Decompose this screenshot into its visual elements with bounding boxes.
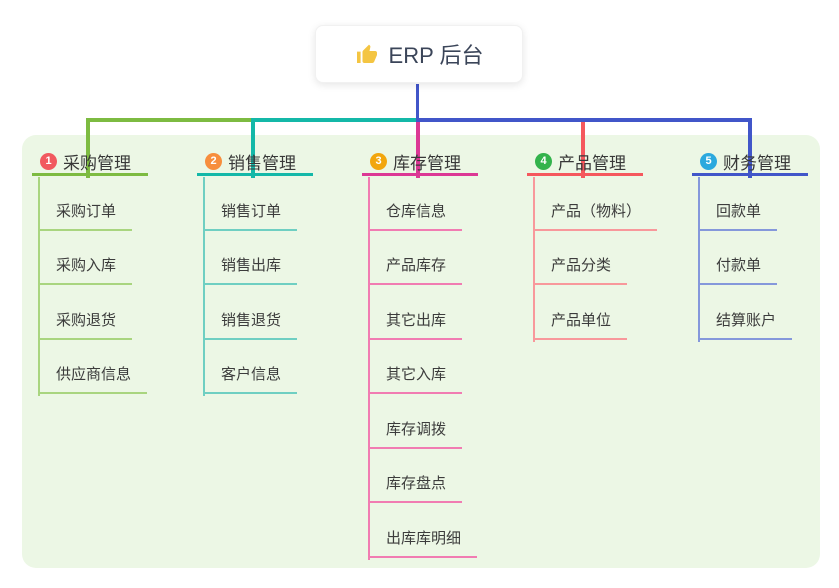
child-node-label: 销售出库 bbox=[221, 257, 282, 274]
branch-badge: 1 bbox=[40, 153, 57, 170]
child-node[interactable]: 库存调拨 bbox=[368, 420, 463, 449]
connector-drop-branch1 bbox=[86, 118, 90, 178]
connector-drop-branch5 bbox=[748, 118, 752, 178]
child-node[interactable]: 产品（物料） bbox=[533, 202, 658, 231]
child-node[interactable]: 仓库信息 bbox=[368, 202, 463, 231]
branch-title: 库存管理 bbox=[393, 154, 461, 173]
branch-topic-inventory[interactable]: 3 库存管理 bbox=[362, 150, 478, 176]
connector-drop-branch4 bbox=[581, 122, 585, 178]
branch-title: 财务管理 bbox=[723, 154, 791, 173]
child-node[interactable]: 其它入库 bbox=[368, 365, 463, 394]
child-node[interactable]: 库存盘点 bbox=[368, 474, 463, 503]
child-node-label: 库存盘点 bbox=[386, 475, 447, 492]
child-node[interactable]: 出库库明细 bbox=[368, 529, 478, 558]
child-node-label: 其它入库 bbox=[386, 366, 447, 383]
branch-topic-sales[interactable]: 2 销售管理 bbox=[197, 150, 313, 176]
child-node-label: 产品（物料） bbox=[551, 203, 642, 220]
branch-rail bbox=[38, 177, 40, 396]
branch-topic-product[interactable]: 4 产品管理 bbox=[527, 150, 643, 176]
child-node-label: 回款单 bbox=[716, 203, 762, 220]
child-node[interactable]: 产品单位 bbox=[533, 311, 628, 340]
child-node[interactable]: 结算账户 bbox=[698, 311, 793, 340]
branch-rail bbox=[203, 177, 205, 396]
branch-topic-purchase[interactable]: 1 采购管理 bbox=[32, 150, 148, 176]
child-node[interactable]: 客户信息 bbox=[203, 365, 298, 394]
branch-badge: 5 bbox=[700, 153, 717, 170]
child-node-label: 客户信息 bbox=[221, 366, 282, 383]
child-node-label: 出库库明细 bbox=[386, 530, 462, 547]
child-node-label: 产品库存 bbox=[386, 257, 447, 274]
root-title: ERP 后台 bbox=[388, 43, 484, 68]
child-node-label: 仓库信息 bbox=[386, 203, 447, 220]
connector-drop-branch2 bbox=[251, 118, 255, 178]
child-node[interactable]: 回款单 bbox=[698, 202, 778, 231]
branch-title: 销售管理 bbox=[228, 154, 296, 173]
child-node-label: 付款单 bbox=[716, 257, 762, 274]
child-node[interactable]: 采购入库 bbox=[38, 256, 133, 285]
child-node[interactable]: 销售订单 bbox=[203, 202, 298, 231]
child-node[interactable]: 其它出库 bbox=[368, 311, 463, 340]
child-node[interactable]: 销售退货 bbox=[203, 311, 298, 340]
branch-badge: 2 bbox=[205, 153, 222, 170]
child-node-label: 采购订单 bbox=[56, 203, 117, 220]
child-node[interactable]: 产品库存 bbox=[368, 256, 463, 285]
child-node[interactable]: 供应商信息 bbox=[38, 365, 148, 394]
child-node[interactable]: 销售出库 bbox=[203, 256, 298, 285]
child-node-label: 产品单位 bbox=[551, 312, 612, 329]
branch-rail bbox=[698, 177, 700, 342]
child-node-label: 销售订单 bbox=[221, 203, 282, 220]
connector-drop-branch3 bbox=[416, 122, 420, 178]
child-node-label: 供应商信息 bbox=[56, 366, 132, 383]
child-node[interactable]: 付款单 bbox=[698, 256, 778, 285]
branch-rail bbox=[368, 177, 370, 560]
thumbs-up-icon bbox=[355, 42, 379, 66]
connector-h-branch1 bbox=[86, 118, 253, 122]
child-node[interactable]: 采购订单 bbox=[38, 202, 133, 231]
child-node-label: 销售退货 bbox=[221, 312, 282, 329]
branch-title: 产品管理 bbox=[558, 154, 626, 173]
branch-badge: 4 bbox=[535, 153, 552, 170]
branch-topic-finance[interactable]: 5 财务管理 bbox=[692, 150, 808, 176]
branch-title: 采购管理 bbox=[63, 154, 131, 173]
branch-rail bbox=[533, 177, 535, 342]
child-node-label: 结算账户 bbox=[716, 312, 777, 329]
child-node-label: 产品分类 bbox=[551, 257, 612, 274]
trunk-line bbox=[416, 84, 419, 120]
branch-badge: 3 bbox=[370, 153, 387, 170]
connector-h-branch5 bbox=[416, 118, 752, 122]
child-node[interactable]: 采购退货 bbox=[38, 311, 133, 340]
child-node-label: 采购入库 bbox=[56, 257, 117, 274]
mindmap-panel bbox=[22, 135, 820, 568]
child-node-label: 库存调拨 bbox=[386, 421, 447, 438]
child-node-label: 其它出库 bbox=[386, 312, 447, 329]
connector-h-branch2 bbox=[251, 118, 418, 122]
child-node-label: 采购退货 bbox=[56, 312, 117, 329]
child-node[interactable]: 产品分类 bbox=[533, 256, 628, 285]
root-node[interactable]: ERP 后台 bbox=[315, 25, 523, 83]
